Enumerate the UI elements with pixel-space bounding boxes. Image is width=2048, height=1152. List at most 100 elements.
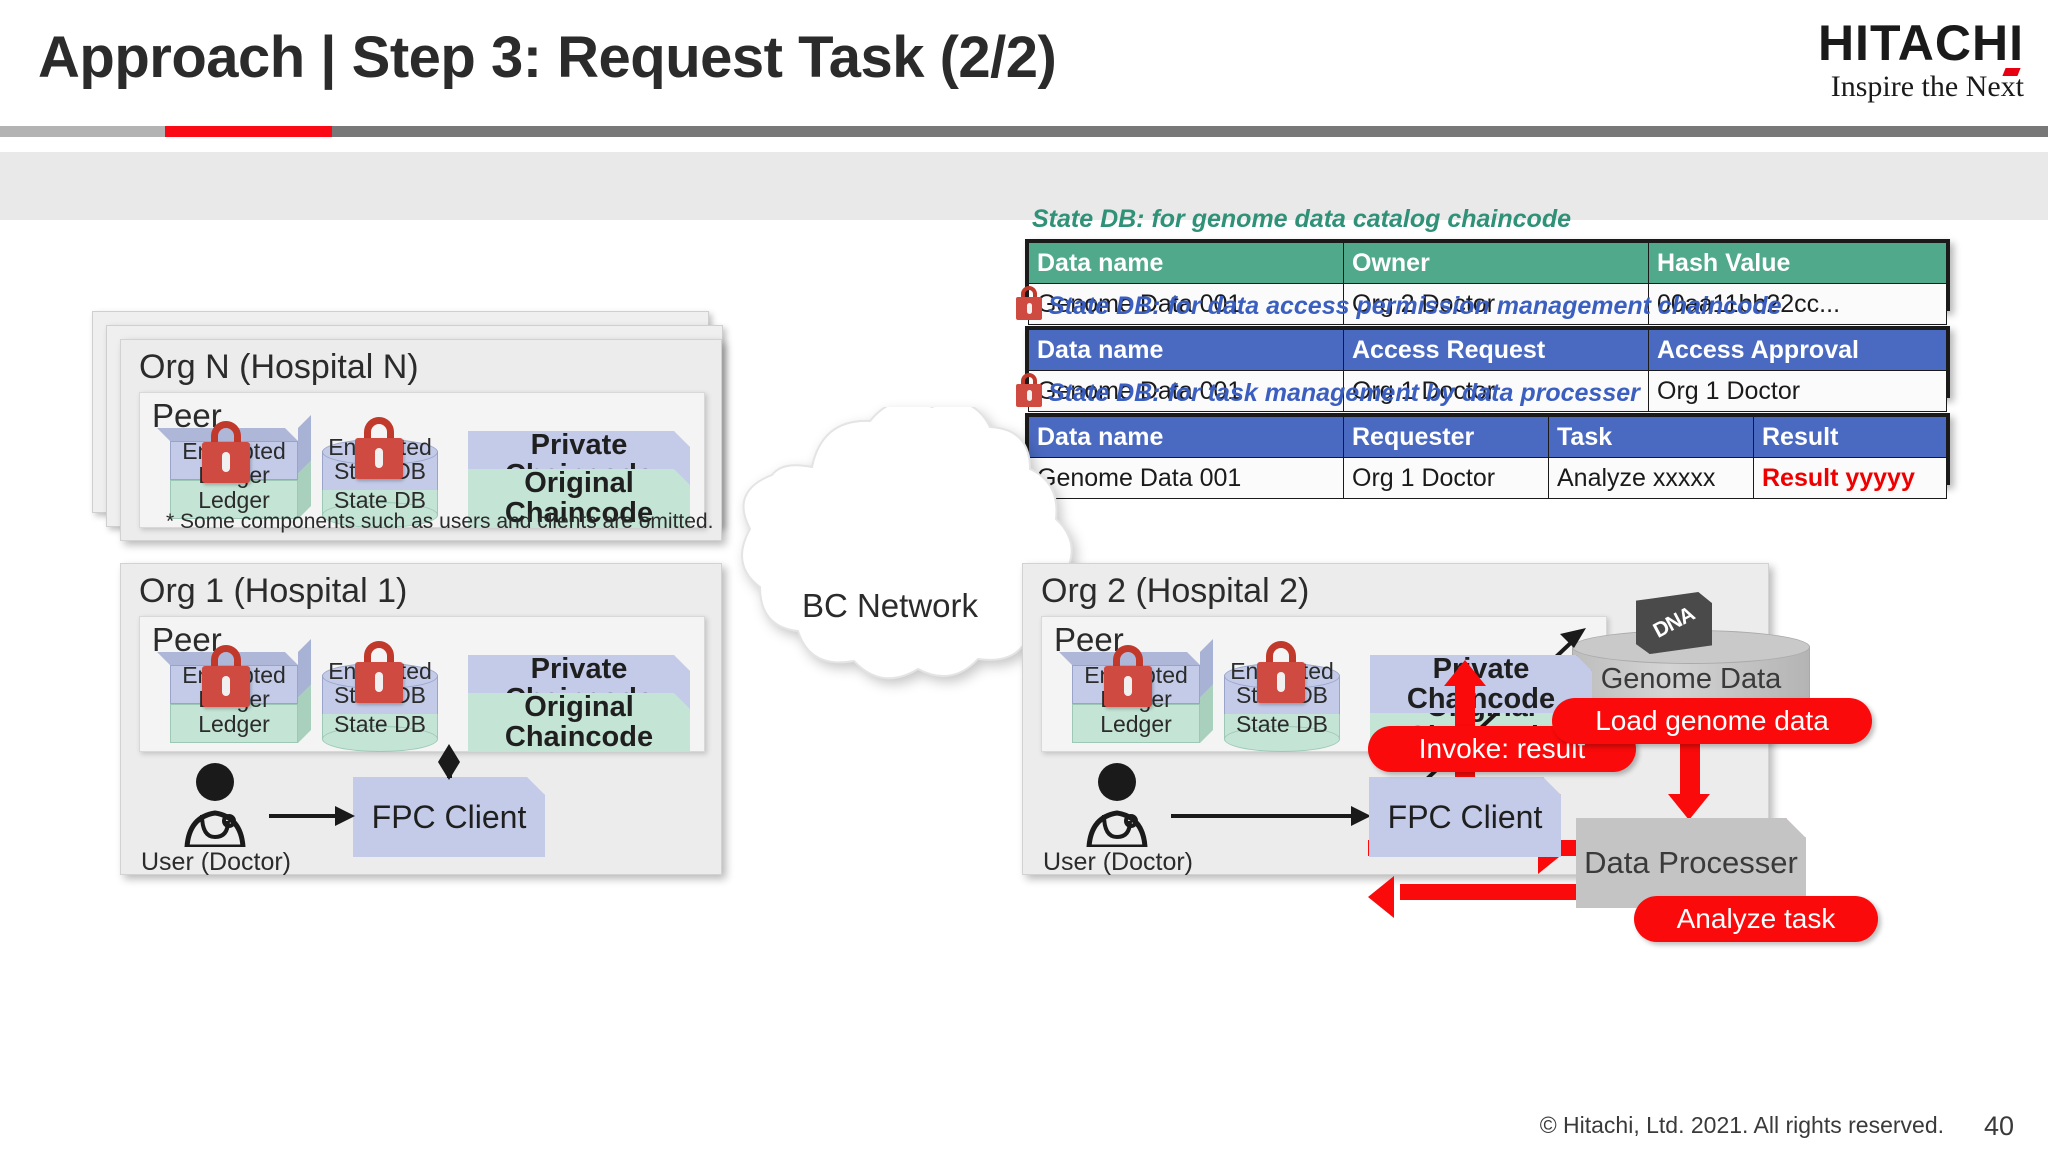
orgN-footnote: * Some components such as users and clie… [166, 510, 714, 533]
arrow-user-to-client-org1 [269, 814, 337, 818]
peer-label-orgN: Peer [152, 397, 222, 434]
arrowhead-left-red [1368, 876, 1394, 918]
table-cell: Org 2 Doctor [1343, 283, 1649, 325]
user-label-org2: User (Doctor) [1043, 848, 1194, 876]
column-header: Data name [1028, 329, 1344, 371]
arrow-user-to-client-org2 [1171, 814, 1353, 818]
peer-label-org1: Peer [152, 621, 222, 658]
statedb-bottom-label: State DB [333, 487, 427, 513]
lock-icon [355, 641, 403, 703]
logo-wordmark: HITACHI [1817, 15, 2024, 71]
table-row: Genome Data 001 Org 1 Doctor Analyze xxx… [1028, 457, 1947, 499]
table-caption-access-permission: State DB: for data access permission man… [1048, 292, 1782, 320]
callout-load-genome-data: Load genome data [1552, 698, 1872, 744]
bc-network-label: BC Network [801, 587, 979, 624]
lock-body [1104, 666, 1152, 707]
dna-chip-label: DNA [1649, 602, 1698, 643]
lock-shackle [1266, 641, 1296, 667]
arrowhead-up-red [1444, 660, 1486, 686]
callout-analyze-task: Analyze task [1634, 896, 1878, 942]
cyl-bottom [322, 726, 438, 752]
header-gray-band [0, 152, 2048, 220]
lock-body [355, 438, 403, 479]
header-rule-right [332, 126, 2048, 137]
footer-copyright: © Hitachi, Ltd. 2021. All rights reserve… [1539, 1112, 1944, 1138]
column-header: Result [1753, 416, 1947, 458]
table-cell: Org 1 Doctor [1648, 370, 1947, 412]
state-db-table-task-management: Data name Requester Task Result Genome D… [1025, 413, 1950, 499]
lock-icon [1016, 373, 1042, 407]
ledger-side-face [298, 639, 311, 743]
org-title-org1: Org 1 (Hospital 1) [139, 572, 408, 610]
hitachi-logo: HITACHI Inspire the Next [1818, 18, 2024, 105]
slide-canvas: State DB: for genome data catalog chainc… [0, 205, 2048, 1152]
header-rule-accent [165, 126, 332, 137]
table-cell: Org 1 Doctor [1343, 370, 1649, 412]
org-panel-orgN: Org N (Hospital N) Peer Encrypted Ledger… [120, 339, 722, 541]
data-processer: Data Processer [1576, 818, 1806, 908]
user-doctor-icon [184, 763, 246, 847]
bc-network-cloud: BC Network [700, 407, 1080, 687]
column-header: Access Approval [1648, 329, 1947, 371]
lock-body [1016, 297, 1042, 320]
ledger-bottom-label: Ledger [1100, 711, 1172, 737]
ledger-side-face [298, 415, 311, 519]
peer-label-org2: Peer [1054, 621, 1124, 658]
header-rule-left [0, 126, 165, 137]
table-cell: Analyze xxxxx [1548, 457, 1754, 499]
lock-icon [355, 417, 403, 479]
lock-shackle [1021, 286, 1037, 300]
fpc-client-org1: FPC Client [353, 777, 545, 857]
lock-icon [202, 421, 250, 483]
lock-shackle [1021, 373, 1037, 387]
table-caption-genome-catalog: State DB: for genome data catalog chainc… [1032, 205, 1571, 233]
fpc-client-org2: FPC Client [1369, 777, 1561, 857]
column-header: Owner [1343, 242, 1649, 284]
lock-icon [202, 645, 250, 707]
table-cell: Genome Data 001 [1028, 370, 1344, 412]
logo-tagline: Inspire the Next [1818, 68, 2024, 105]
org-panel-org1: Org 1 (Hospital 1) Peer Encrypted Ledger… [120, 563, 722, 876]
arrow-storage-to-processer [1680, 740, 1700, 800]
arrowhead-up [438, 744, 460, 762]
dna-icon: DNA [1636, 592, 1712, 654]
state-db-table-genome-catalog: Data name Owner Hash Value Genome Data 0… [1025, 239, 1950, 325]
cyl-bottom [1224, 726, 1340, 752]
state-db-table-access-permission: Data name Access Request Access Approval… [1025, 326, 1950, 412]
user-doctor-icon [1086, 763, 1148, 847]
lock-shackle [211, 645, 241, 671]
column-header: Access Request [1343, 329, 1649, 371]
column-header: Hash Value [1648, 242, 1947, 284]
peer-box-org1: Peer Encrypted Ledger Ledger Encrypted S… [139, 616, 705, 752]
org-title-orgN: Org N (Hospital N) [139, 348, 419, 386]
original-chaincode-orgN: Original Chaincode [468, 469, 690, 527]
table-header-row: Data name Owner Hash Value [1028, 242, 1947, 284]
table-header-row: Data name Requester Task Result [1028, 416, 1947, 458]
logo-tagline-text: Inspire the Next [1830, 70, 2024, 103]
table-cell: Org 1 Doctor [1343, 457, 1549, 499]
org-title-org2: Org 2 (Hospital 2) [1041, 572, 1310, 610]
lock-body [202, 442, 250, 483]
column-header: Data name [1028, 242, 1344, 284]
table-row: Genome Data 001 Org 1 Doctor Org 1 Docto… [1028, 370, 1947, 412]
arrow-processer-to-client-shaft [1400, 884, 1580, 900]
ledger-side-face [1200, 639, 1213, 743]
column-header: Requester [1343, 416, 1549, 458]
lock-icon [1257, 641, 1305, 703]
table-header-row: Data name Access Request Access Approval [1028, 329, 1947, 371]
ledger-bottom-label: Ledger [198, 711, 270, 737]
lock-icon [1104, 645, 1152, 707]
arrowhead-right [1351, 806, 1371, 826]
table-caption-task-management: State DB: for task management by data pr… [1048, 379, 1640, 407]
footer-page-number: 40 [1983, 1111, 2014, 1141]
arrowhead-down-red [1668, 794, 1710, 820]
cyl-bottom [322, 502, 438, 528]
statedb-bottom-label: State DB [333, 711, 427, 737]
statedb-bottom-label: State DB [1235, 711, 1329, 737]
ledger-plain-part [170, 704, 298, 743]
arrowhead-down [438, 762, 460, 780]
original-chaincode-org1: Original Chaincode [468, 693, 690, 751]
ledger-bottom-label: Ledger [198, 487, 270, 513]
lock-body [355, 662, 403, 703]
column-header: Task [1548, 416, 1754, 458]
